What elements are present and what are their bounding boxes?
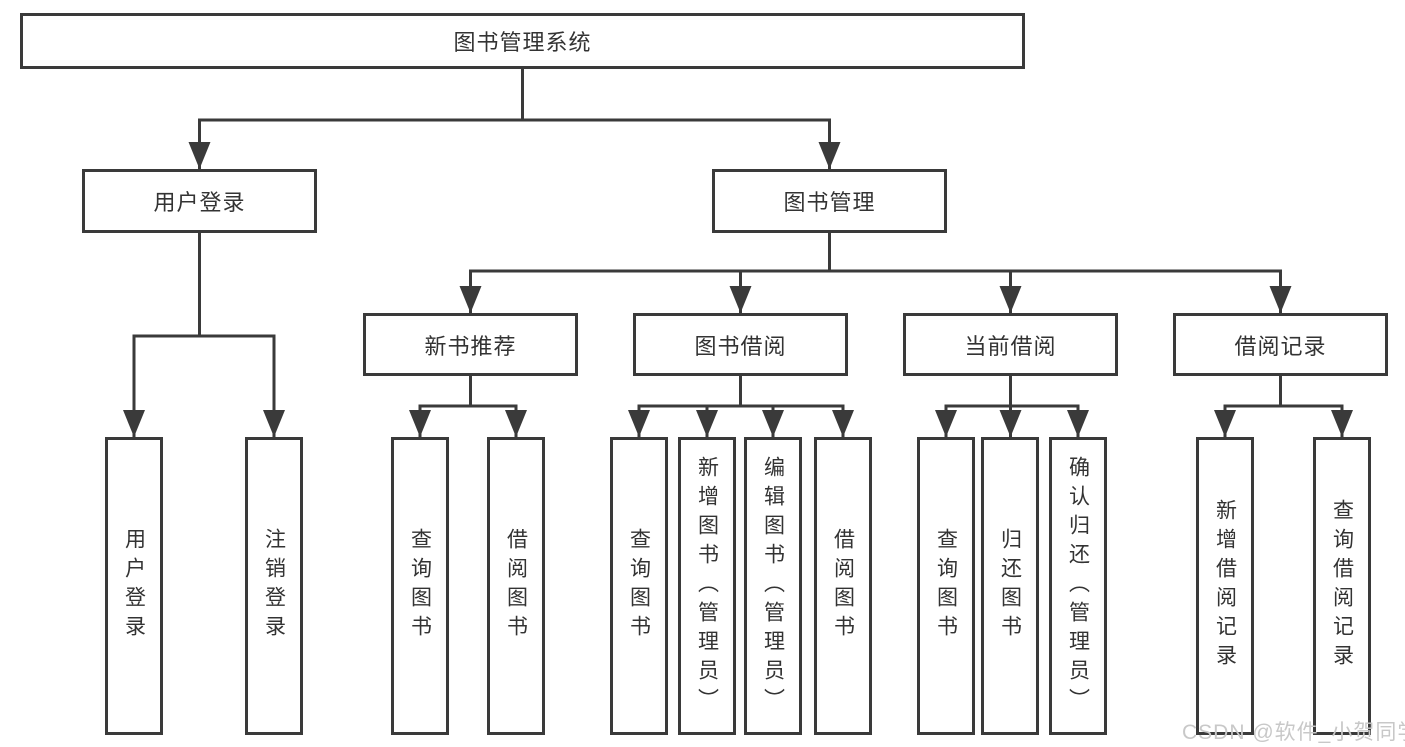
connector-root [198,67,831,171]
arrow-down-icon [818,142,841,169]
arrow-down-icon [935,410,957,437]
arrow-down-icon [409,410,431,437]
leaf-bb-edit-book-admin: 编辑图书（管理员） [744,437,802,735]
arrow-down-icon [832,410,854,437]
leaf-bb-borrow-book: 借阅图书 [814,437,872,735]
node-book-borrowing: 图书借阅 [633,313,848,376]
arrow-down-icon [762,410,784,437]
leaf-cb-confirm-return-admin: 确认归还（管理员） [1049,437,1107,735]
node-book-management: 图书管理 [712,169,947,233]
leaf-rec-query-book: 查询图书 [391,437,449,735]
arrow-down-icon [1067,410,1089,437]
arrowheads [123,142,1353,437]
arrow-down-icon [1269,286,1292,313]
arrow-down-icon [188,142,211,169]
arrow-down-icon [1214,410,1236,437]
arrow-down-icon [628,410,650,437]
node-current-borrowing: 当前借阅 [903,313,1118,376]
arrow-down-icon [505,410,527,437]
csdn-watermark: CSDN @软件_小贺同学 [1182,721,1405,744]
leaf-rec-borrow-book: 借阅图书 [487,437,545,735]
node-new-book-recommend: 新书推荐 [363,313,578,376]
arrow-down-icon [999,286,1022,313]
arrow-down-icon [696,410,718,437]
arrow-down-icon [999,410,1022,437]
connector-user-login [132,231,276,439]
leaf-br-query-record: 查询借阅记录 [1313,437,1371,735]
arrow-down-icon [729,286,752,313]
arrow-down-icon [123,410,145,437]
node-user-login: 用户登录 [82,169,317,233]
leaf-br-add-record: 新增借阅记录 [1196,437,1254,735]
arrow-down-icon [459,286,482,313]
leaf-cb-return-book: 归还图书 [981,437,1039,735]
arrow-down-icon [263,410,285,437]
arrow-down-icon [1331,410,1353,437]
node-borrowing-records: 借阅记录 [1173,313,1388,376]
leaf-bb-query-book: 查询图书 [610,437,668,735]
leaf-bb-add-book-admin: 新增图书（管理员） [678,437,736,735]
node-book-management-system: 图书管理系统 [20,13,1025,69]
connector-new-book-rec [418,374,518,439]
leaf-logout: 注销登录 [245,437,303,735]
connector-borrow-records [1223,374,1344,439]
connector-book-borrow [637,374,845,439]
leaf-cb-query-book: 查询图书 [917,437,975,735]
connector-book-mgmt [469,231,1282,315]
leaf-user-login: 用户登录 [105,437,163,735]
